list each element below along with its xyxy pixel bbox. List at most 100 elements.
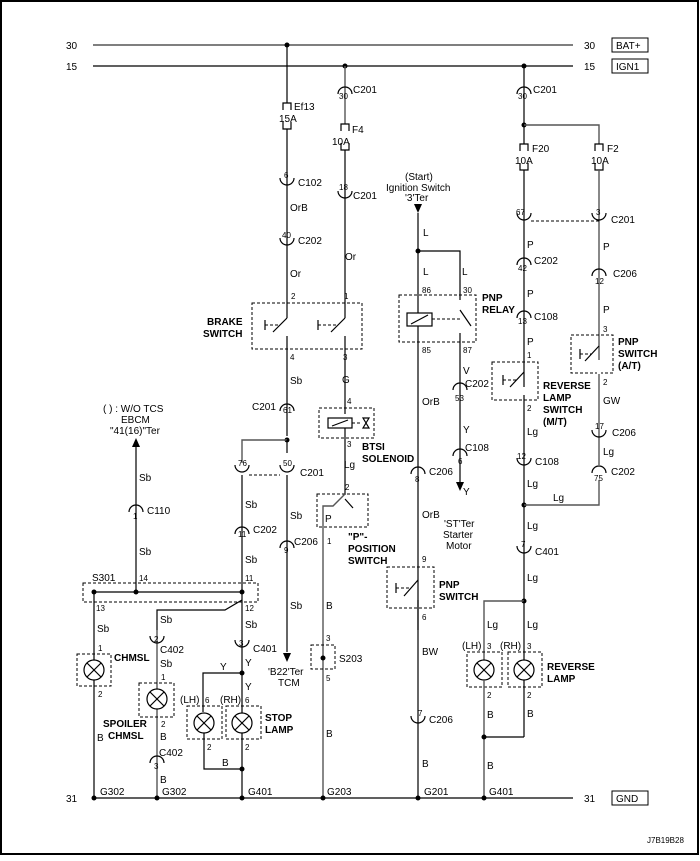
- pnp-switch-at-label: SWITCH: [618, 349, 657, 360]
- connector-name: C206: [612, 428, 636, 439]
- wire-color: L: [462, 267, 468, 278]
- wire-color: Y: [463, 487, 470, 498]
- pnp-switch-label: PNP: [439, 580, 460, 591]
- terminal-label: TCM: [278, 678, 300, 689]
- pin: 9: [422, 555, 427, 564]
- connector-name: C102: [298, 178, 322, 189]
- chmsl-label: CHMSL: [114, 653, 150, 664]
- wire-color: B: [422, 759, 429, 770]
- wire-color: OrB: [422, 510, 440, 521]
- wire-color: Sb: [290, 601, 303, 612]
- pin: 3: [347, 440, 352, 449]
- connector-name: C202: [298, 236, 322, 247]
- terminal-ebcm: ( ) : W/O TCS EBCM "41(16)"Ter: [103, 404, 164, 437]
- pnp-switch-at: 3 PNP SWITCH (A/T) 2: [570, 325, 657, 387]
- wire-color: Sb: [139, 547, 152, 558]
- pin: 6: [245, 696, 250, 705]
- pin: 1: [98, 644, 103, 653]
- pin: 12: [245, 604, 254, 613]
- wire-color: Sb: [245, 500, 258, 511]
- pin: 3: [326, 634, 331, 643]
- splice-name: S203: [339, 654, 363, 665]
- connector-name: C201: [611, 215, 635, 226]
- connector-name: C206: [429, 467, 453, 478]
- wire-color: BW: [422, 647, 439, 658]
- fuse-f20-rating: 10A: [515, 156, 533, 167]
- wire-color: B: [97, 733, 104, 744]
- pin: 85: [422, 346, 431, 355]
- fuse-f2-rating: 10A: [591, 156, 609, 167]
- pin: 87: [463, 346, 472, 355]
- pin: 2: [207, 743, 212, 752]
- pin: 1: [344, 292, 349, 301]
- connector-name: C201: [252, 402, 276, 413]
- fuse-ef13-rating: 15A: [279, 114, 297, 125]
- terminal-label: 'B22'Ter: [268, 667, 304, 678]
- pnp-relay: 86 30 PNP RELAY 85 87: [398, 286, 515, 630]
- connector-name: C206: [613, 269, 637, 280]
- pin: 6: [422, 613, 427, 622]
- rail-bat-num: 30: [66, 41, 78, 52]
- pin: 1: [161, 673, 166, 682]
- wire-color: B: [160, 732, 167, 743]
- reverse-switch-label: REVERSE: [543, 381, 591, 392]
- wire-color: P: [527, 240, 534, 251]
- pin: 7: [521, 540, 526, 549]
- pin: 8: [415, 475, 420, 484]
- rail-bat-num-right: 30: [584, 41, 596, 52]
- brake-switch-label: SWITCH: [203, 329, 242, 340]
- connector-c206-7: 7 C206: [410, 709, 453, 726]
- lamp-lh-icon: [193, 712, 215, 734]
- connector-c206-17: 17 C206: [591, 422, 636, 439]
- pin: 3: [487, 642, 492, 651]
- wire-color: Lg: [603, 447, 614, 458]
- wire-color: L: [423, 228, 429, 239]
- terminal-ignition-switch: (Start) Ignition Switch '3'Ter: [386, 172, 450, 204]
- connector-name: C201: [353, 191, 377, 202]
- connector-name: C201: [353, 85, 377, 96]
- pin: 30: [339, 92, 348, 101]
- connector-c201-76-50: 76 50 C201: [234, 459, 324, 479]
- connector-c108-13: 13 C108: [516, 310, 558, 326]
- connector-c401-7: 7 C401: [516, 540, 559, 558]
- rail-gnd-num-right: 31: [584, 794, 596, 805]
- stop-lamp-label: STOP: [265, 713, 292, 724]
- connector-name: C201: [533, 85, 557, 96]
- connector-name: C108: [465, 443, 489, 454]
- wire-color: Or: [290, 269, 302, 280]
- wire-color: Sb: [290, 511, 303, 522]
- stop-lamp-label: LAMP: [265, 725, 294, 736]
- pin: 30: [463, 286, 472, 295]
- wire-color: OrB: [290, 203, 308, 214]
- splice-s301: S301 14 11 13 12: [82, 573, 259, 613]
- reverse-switch-label: LAMP: [543, 393, 572, 404]
- arrow-down-icon: [456, 482, 464, 491]
- pin: 2: [527, 691, 532, 700]
- reverse-switch-label: SWITCH: [543, 405, 582, 416]
- pin: 2: [245, 743, 250, 752]
- pin: 3: [527, 642, 532, 651]
- wire-color: Y: [463, 425, 470, 436]
- pin: 4: [290, 353, 295, 362]
- connector-name: C402: [159, 748, 183, 759]
- wire-color: Y: [220, 662, 227, 673]
- valve-icon: [361, 417, 371, 429]
- fuse-f4: F4 10A: [332, 123, 364, 151]
- pin: 30: [518, 92, 527, 101]
- pin: 3: [154, 762, 159, 771]
- connector-name: C202: [534, 256, 558, 267]
- spoiler-chmsl: 1 SPOILER CHMSL 2: [103, 673, 175, 742]
- pnp-relay-label: PNP: [482, 293, 503, 304]
- terminal-label: ( ) : W/O TCS: [103, 404, 164, 415]
- wire-color: B: [487, 710, 494, 721]
- lamp-icon: [83, 659, 105, 681]
- pin: 40: [282, 231, 291, 240]
- fuse-f2-name: F2: [607, 144, 619, 155]
- rail-gnd-label: GND: [616, 794, 638, 805]
- wire-color: Lg: [553, 493, 564, 504]
- pin: 61: [283, 406, 292, 415]
- wire-color: Lg: [527, 620, 538, 631]
